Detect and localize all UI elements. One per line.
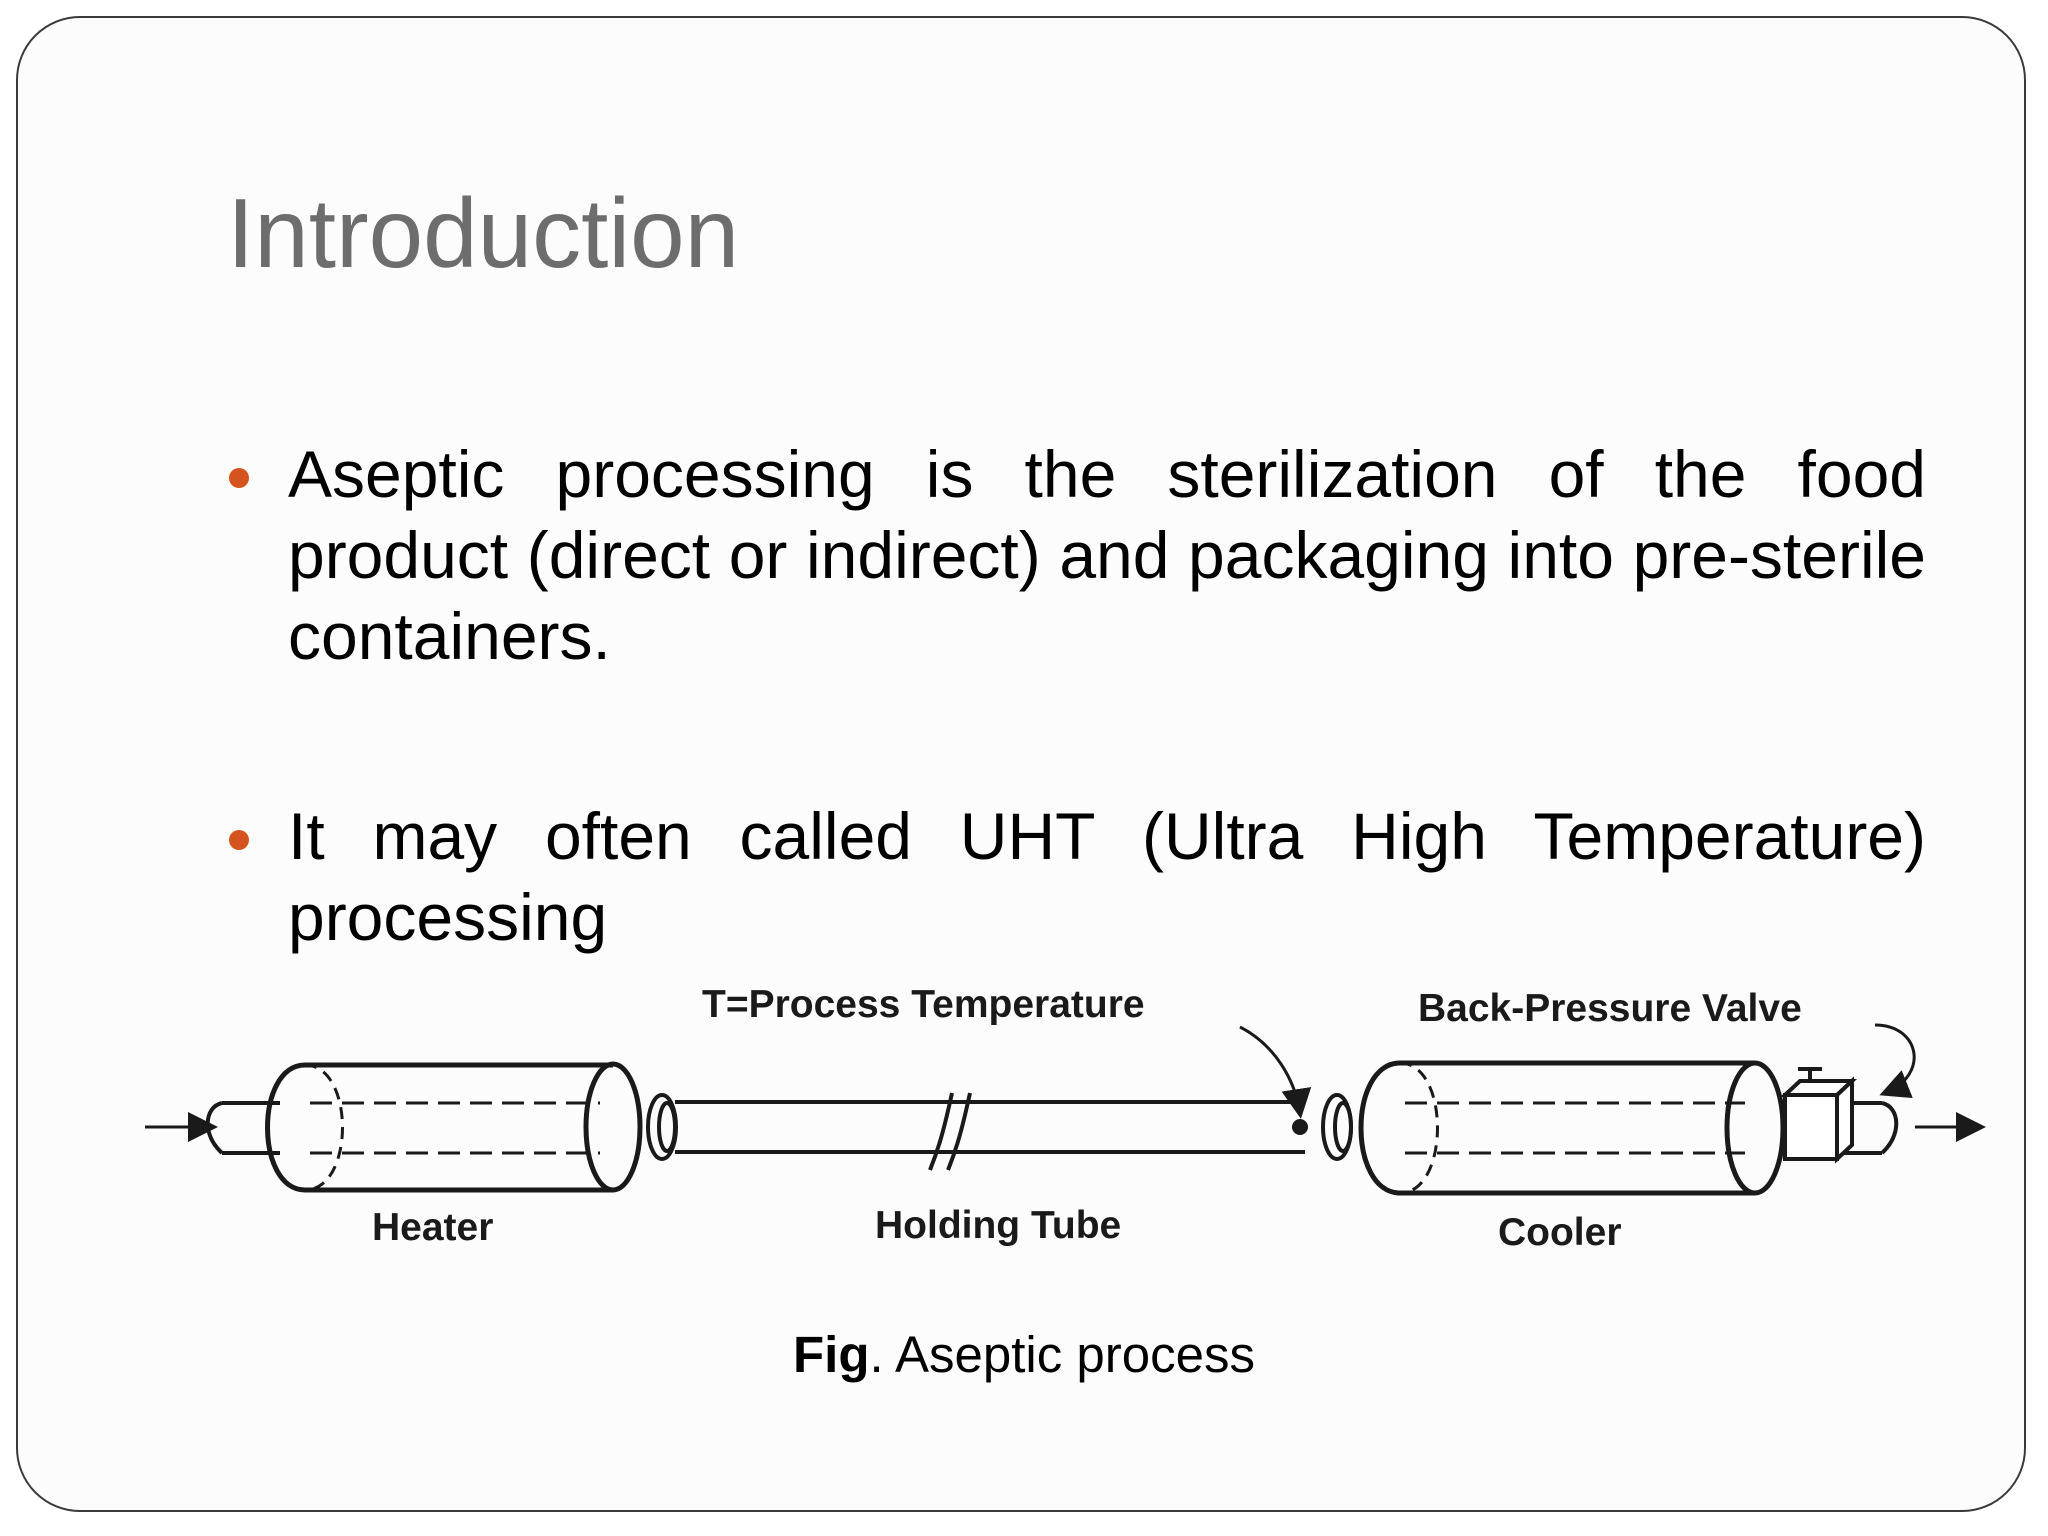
back-pressure-valve-label: Back-Pressure Valve [1418, 987, 1802, 1030]
slide-title: Introduction [227, 178, 740, 288]
back-pressure-valve-icon [1779, 1067, 1858, 1164]
bullet-text: It may often called UHT (Ultra High Temp… [288, 799, 1926, 954]
bullet-dot-icon [229, 468, 249, 488]
figure-caption-text: . Aseptic process [869, 1326, 1255, 1383]
bullet-item: Aseptic processing is the sterilization … [226, 434, 1926, 677]
heater-coupling [646, 1093, 678, 1161]
heater-label: Heater [372, 1206, 493, 1249]
heater-cylinder [265, 1061, 643, 1193]
cooler-coupling [1321, 1093, 1353, 1161]
holding-tube [675, 1092, 1305, 1171]
process-temperature-label: T=Process Temperature [702, 985, 1145, 1026]
bullet-list: Aseptic processing is the sterilization … [226, 434, 1926, 958]
bullet-text: Aseptic processing is the sterilization … [288, 437, 1926, 673]
aseptic-process-diagram: T=Process Temperature Back-Pressure Valv… [145, 985, 1986, 1254]
bullet-dot-icon [229, 830, 249, 850]
bullet-item: It may often called UHT (Ultra High Temp… [226, 796, 1926, 958]
cooler-label: Cooler [1498, 1211, 1622, 1254]
slide [16, 16, 2026, 1512]
holding-tube-label: Holding Tube [875, 1204, 1121, 1247]
valve-pointer [1874, 1023, 1916, 1098]
sensor-pointer [1239, 1025, 1312, 1119]
figure-caption-label: Fig [793, 1326, 870, 1383]
cooler-cylinder [1358, 1060, 1786, 1196]
temperature-sensor [1292, 1119, 1308, 1135]
figure-caption: Fig. Aseptic process [0, 1325, 2048, 1384]
